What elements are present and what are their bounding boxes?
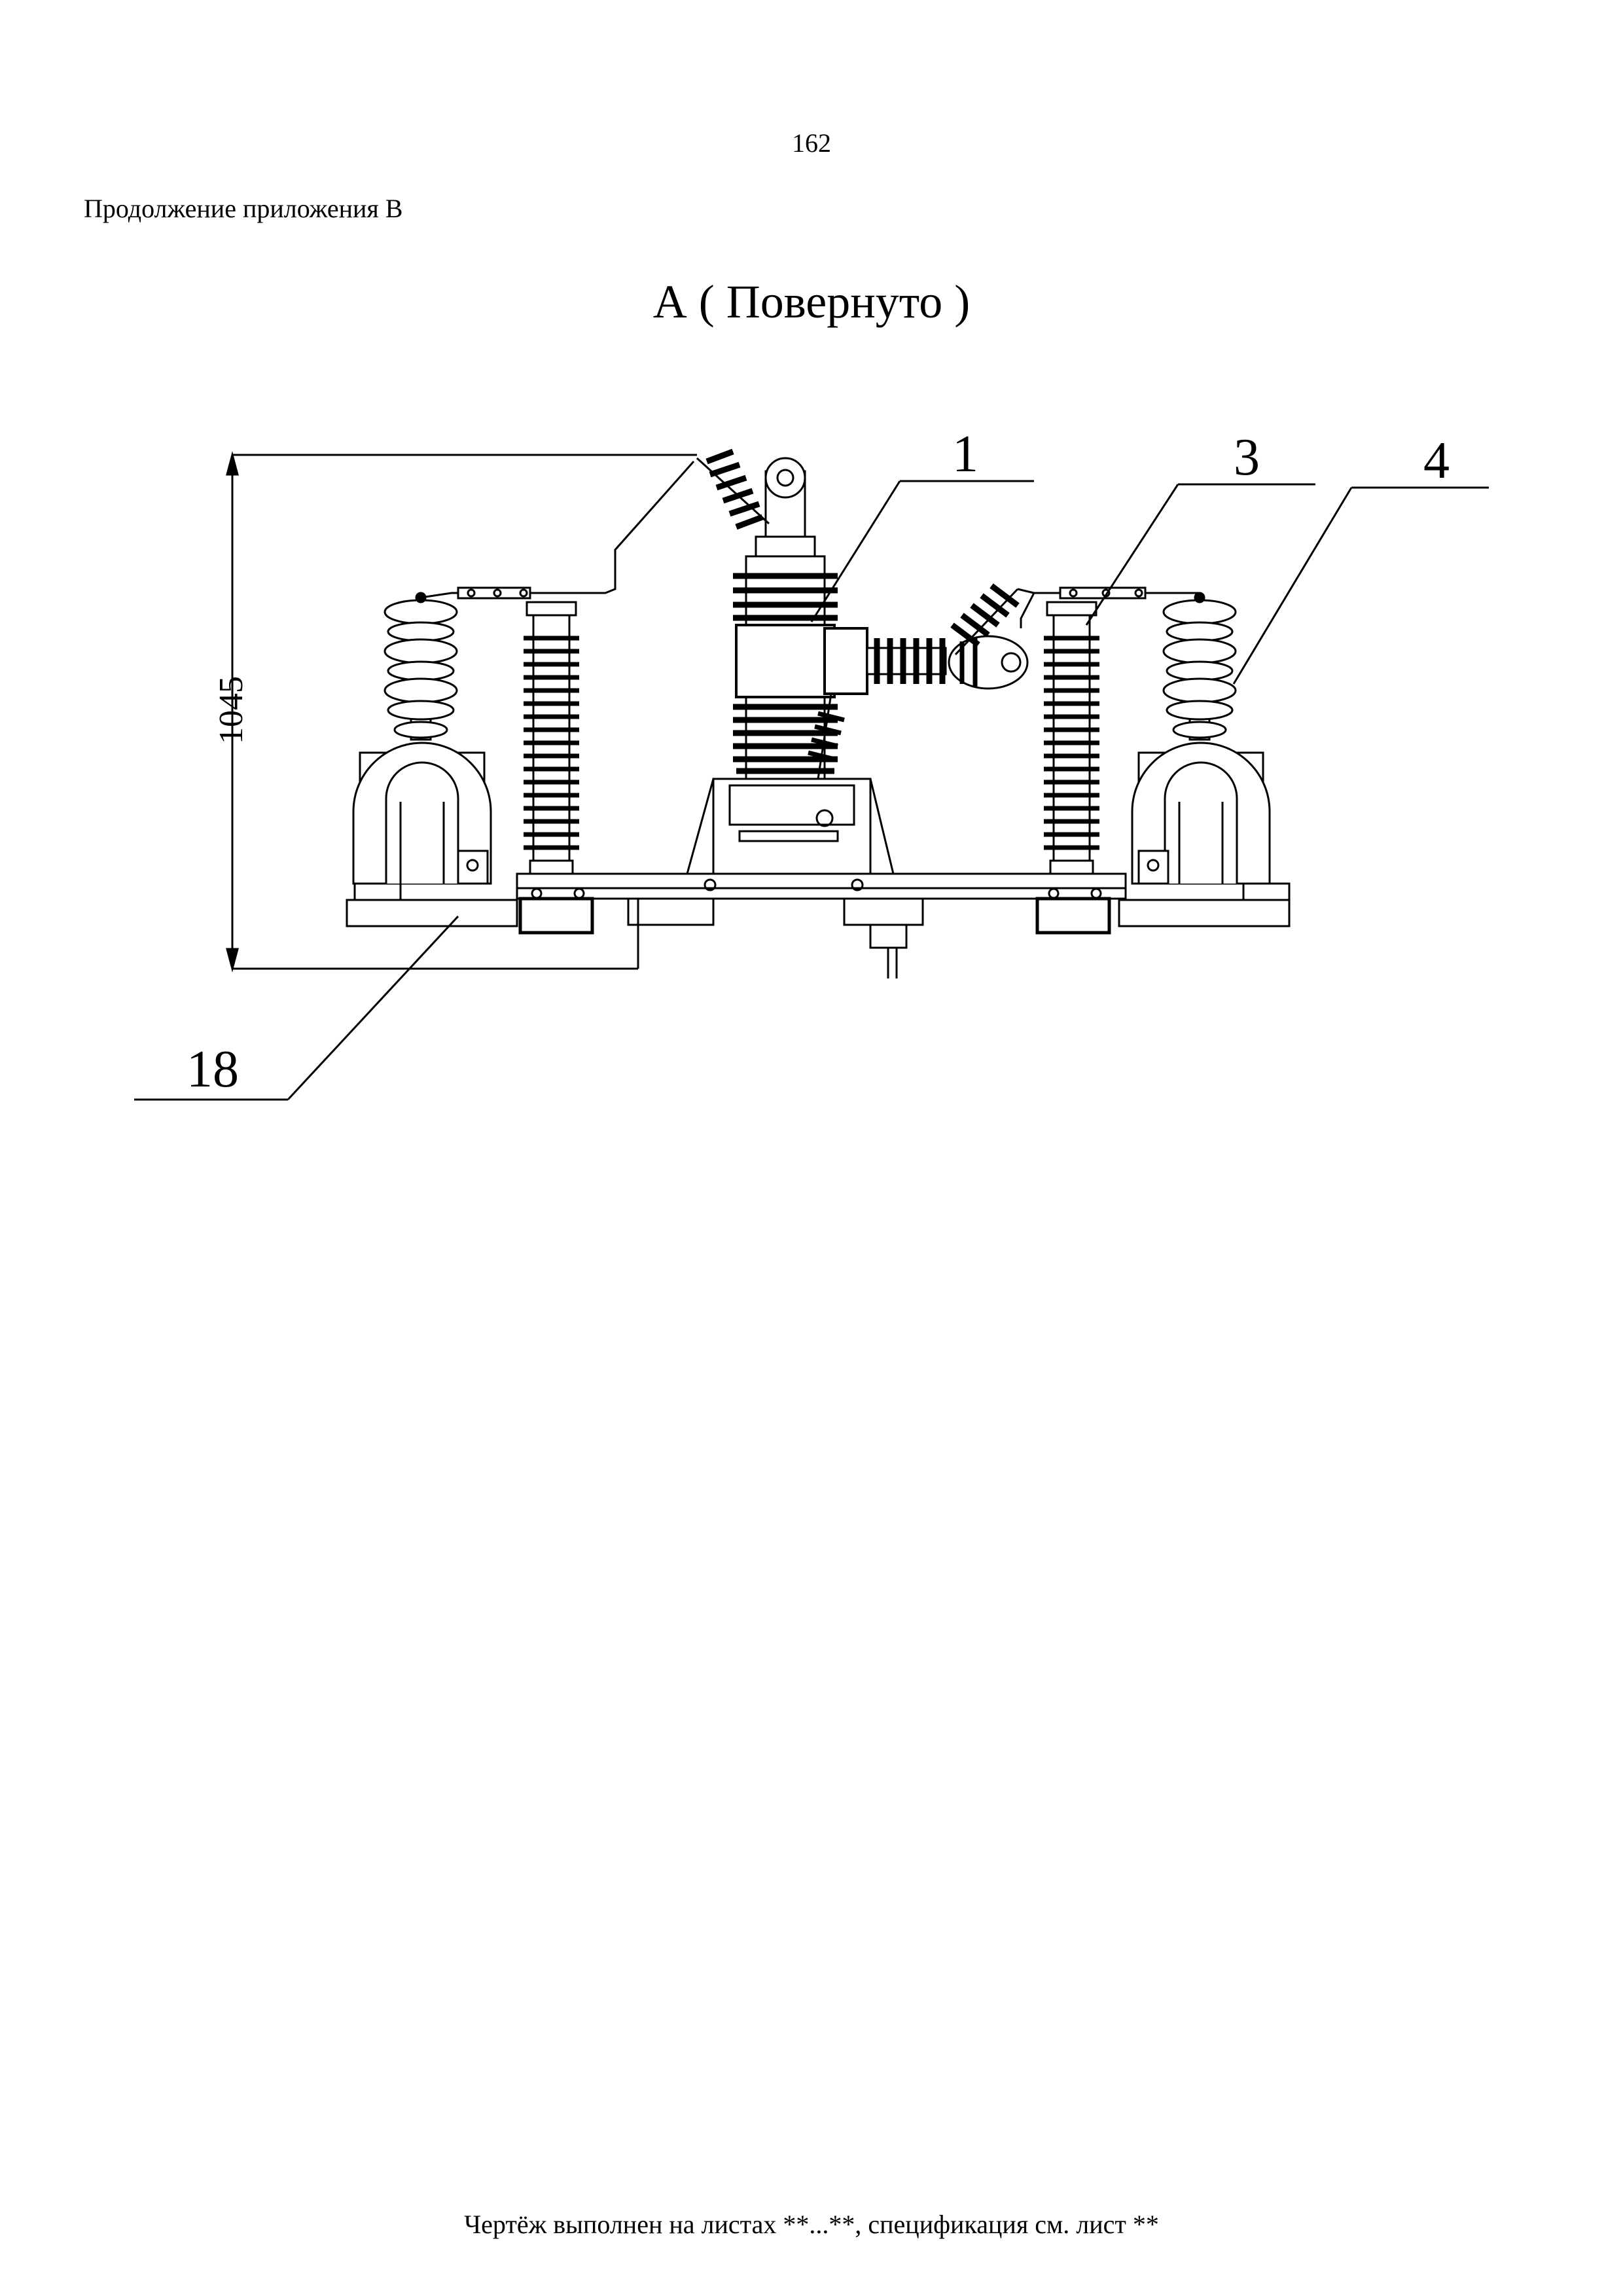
right-transformer (1131, 592, 1271, 885)
bus-conductors (420, 461, 1200, 628)
dimension-value: 1045 (213, 676, 250, 744)
left-support-insulator (524, 601, 579, 875)
breaker-column (686, 448, 895, 875)
callout-4: 4 (1232, 432, 1489, 685)
appendix-note: Продолжение приложения В (84, 194, 403, 223)
page-number: 162 (792, 128, 831, 158)
callout-3: 3 (1085, 429, 1315, 626)
callout-18: 18 (134, 915, 459, 1101)
callout-3-label: 3 (1234, 429, 1260, 486)
right-support-insulator (1044, 601, 1099, 875)
base-frame (346, 872, 1291, 978)
view-title: А ( Повернуто ) (652, 276, 971, 328)
callout-1-label: 1 (952, 425, 978, 483)
left-transformer (352, 592, 492, 885)
horizontal-bushing (823, 583, 1029, 695)
callout-4-label: 4 (1423, 432, 1450, 490)
footer-note: Чертёж выполнен на листах **...**, специ… (464, 2210, 1159, 2239)
callout-1: 1 (810, 425, 1034, 622)
height-dimension: 1045 (213, 451, 697, 973)
callout-18-label: 18 (187, 1041, 239, 1098)
